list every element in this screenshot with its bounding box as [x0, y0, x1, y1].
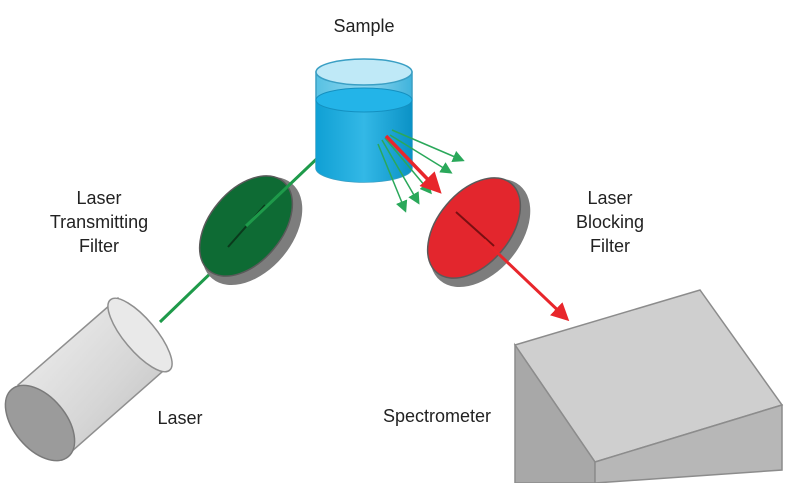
transmitting-filter-label-line3: Filter: [79, 236, 119, 256]
spectrometer-icon: [513, 289, 784, 483]
rayleigh-beam: [384, 134, 442, 194]
blocking-filter-label-line3: Filter: [590, 236, 630, 256]
signal-beam: [482, 238, 570, 322]
laser-icon: [4, 296, 173, 462]
sample-beaker-icon: [315, 58, 413, 183]
transmitting-filter-label-line2: Transmitting: [49, 212, 149, 232]
laser-label: Laser: [157, 408, 203, 428]
laser-blocking-filter-label: Laser Blocking Filter: [560, 186, 660, 258]
laser-transmitting-filter-label: Laser Transmitting Filter: [34, 186, 164, 258]
transmitting-filter-label-line1: Laser: [76, 188, 122, 208]
blocking-filter-label-line2: Blocking: [575, 212, 645, 232]
transmitting-filter-icon: [198, 175, 303, 286]
spectrometer-label: Spectrometer: [382, 406, 492, 426]
sample-label: Sample: [333, 16, 395, 36]
blocking-filter-label-line1: Laser: [587, 188, 633, 208]
